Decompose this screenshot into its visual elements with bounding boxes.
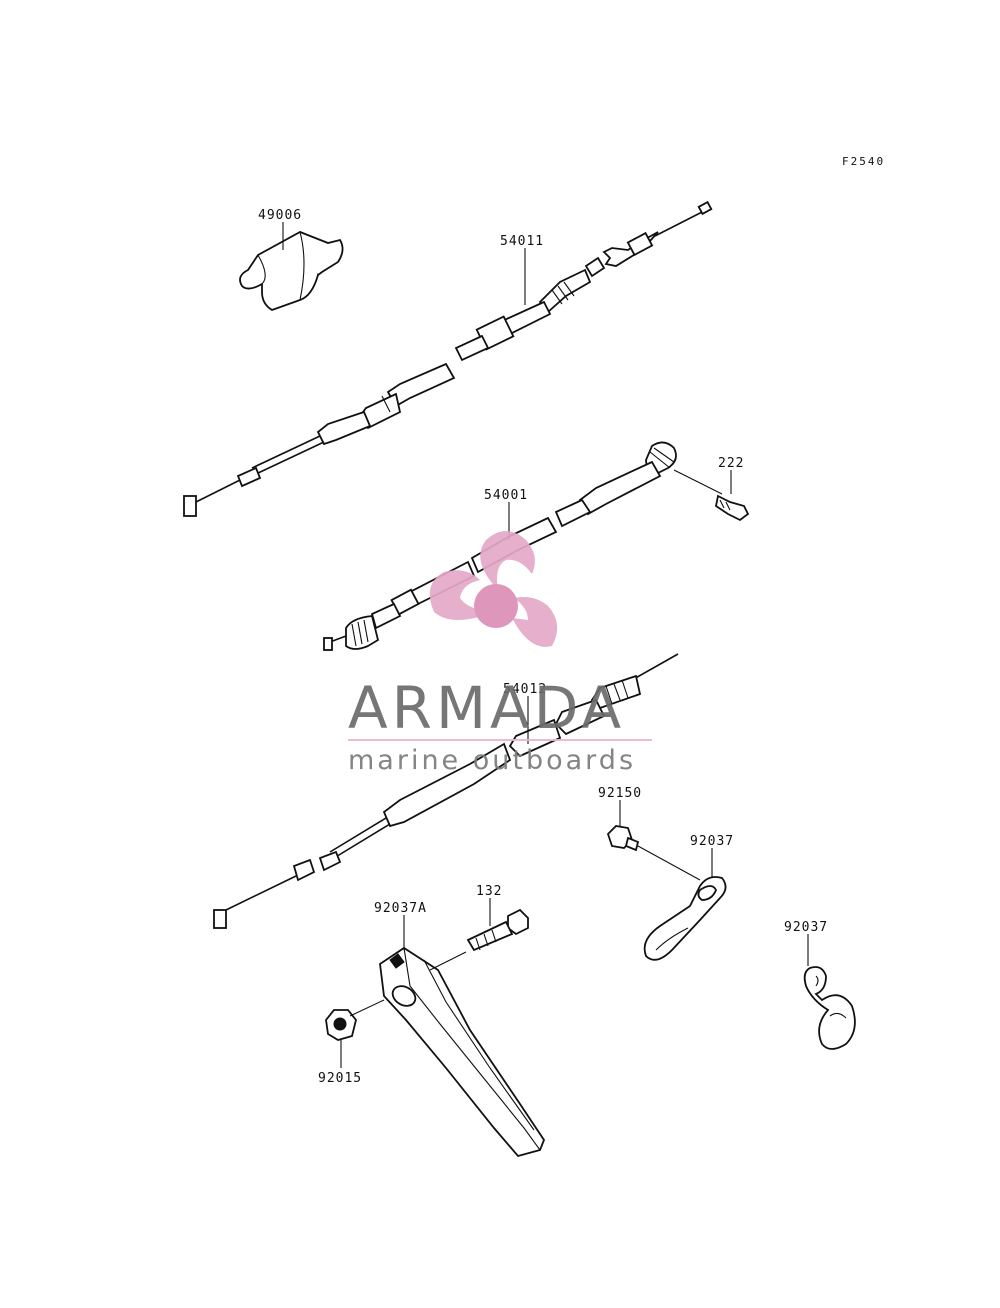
- part-92150-bolt-drawing: [606, 825, 701, 881]
- part-label-92037A: 92037A: [374, 901, 427, 916]
- part-label-54011: 54011: [500, 234, 544, 249]
- part-54012-cable-drawing: [213, 653, 679, 929]
- part-92015-nut-drawing: [325, 999, 385, 1041]
- figure-code: F2540: [842, 155, 885, 168]
- part-92037-clamp-drawing: [643, 876, 727, 961]
- part-label-92037-lower: 92037: [784, 920, 828, 935]
- part-label-132: 132: [476, 884, 502, 899]
- part-222-screw-drawing: [673, 469, 750, 522]
- part-49006-boot-drawing: [239, 231, 344, 311]
- part-label-49006: 49006: [258, 208, 302, 223]
- part-label-92015: 92015: [318, 1071, 362, 1086]
- part-label-92037-upper: 92037: [690, 834, 734, 849]
- part-label-54001: 54001: [484, 488, 528, 503]
- armada-watermark: ARMADA marine outboards: [348, 531, 652, 776]
- part-label-222: 222: [718, 456, 744, 471]
- part-92037-clip-drawing: [803, 966, 856, 1050]
- part-label-92150: 92150: [598, 786, 642, 801]
- part-92037A-bracket-drawing: [379, 946, 546, 1158]
- part-132-bolt-drawing: [429, 908, 529, 971]
- watermark-tagline: marine outboards: [348, 745, 636, 776]
- propeller-logo-icon: [429, 531, 558, 647]
- watermark-brand: ARMADA: [348, 674, 625, 742]
- part-54011-cable-drawing: [183, 200, 713, 517]
- part-label-54012: 54012: [503, 682, 547, 697]
